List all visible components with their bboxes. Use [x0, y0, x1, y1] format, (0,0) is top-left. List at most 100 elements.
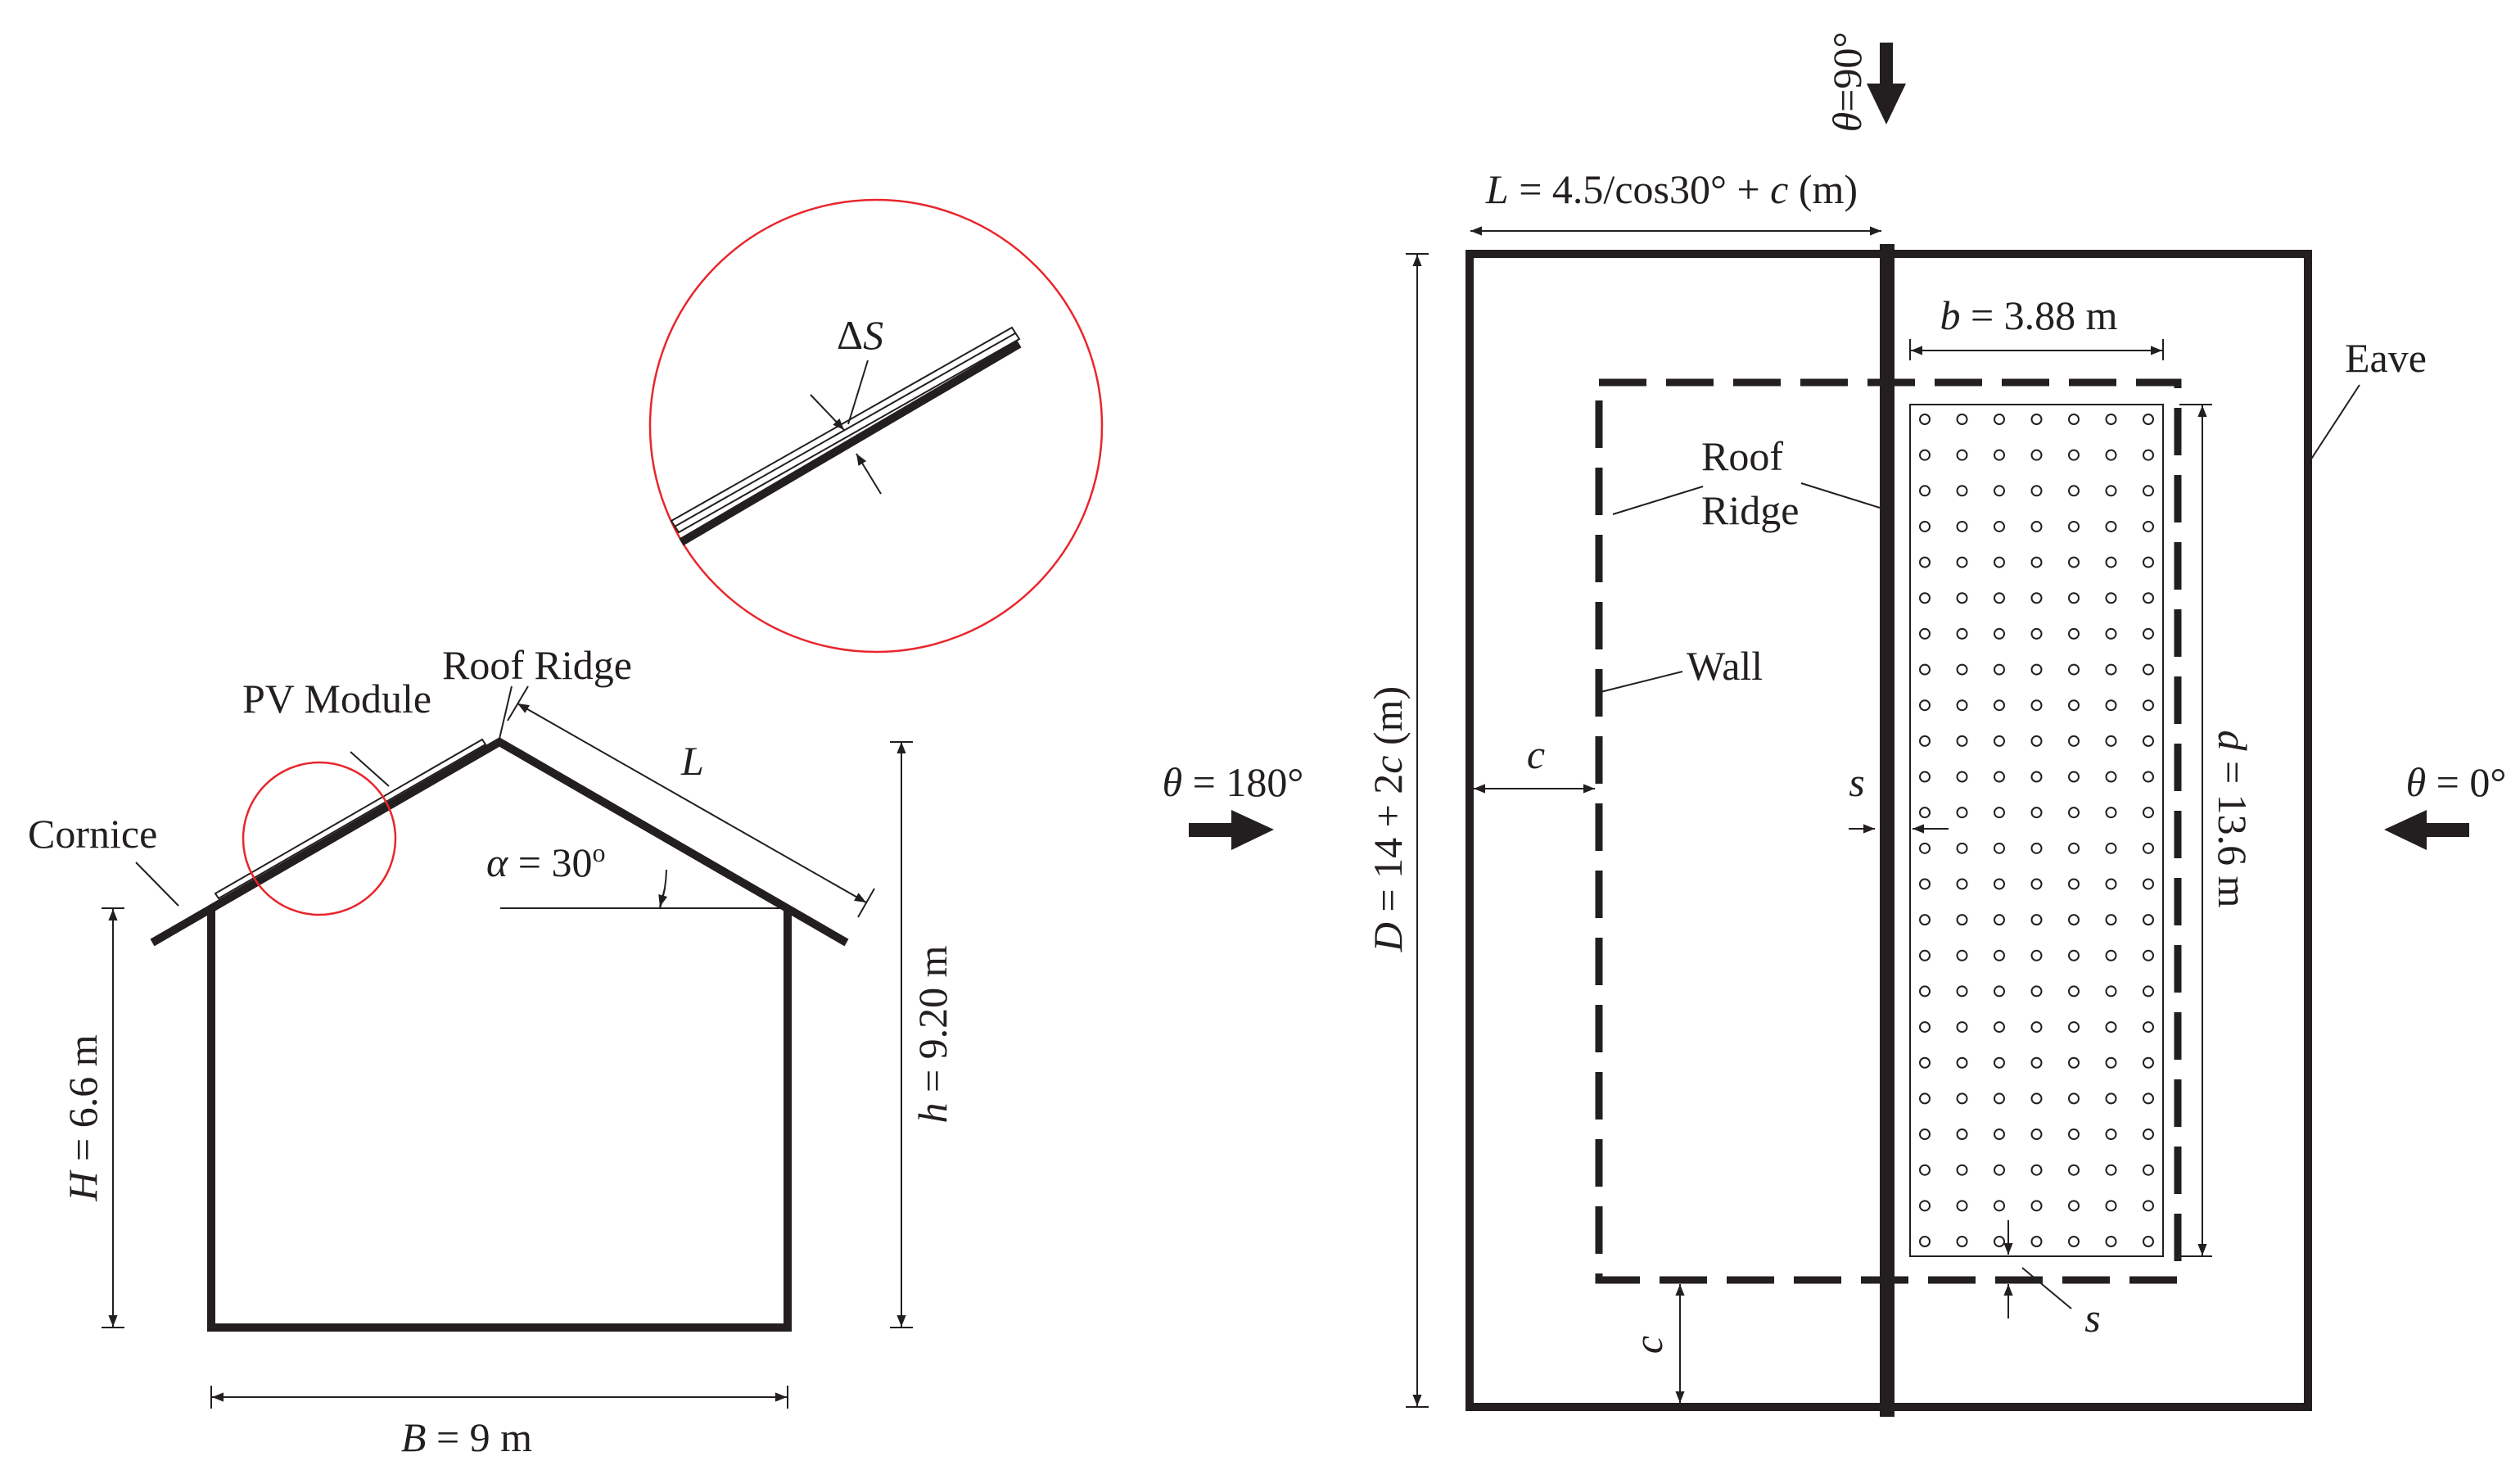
pv-module-point: [1994, 449, 2005, 461]
pv-module-point: [2143, 627, 2154, 640]
pv-module-point: [1994, 556, 2005, 568]
pv-module-point: [1994, 1056, 2005, 1069]
pv-module-point: [2105, 1164, 2117, 1176]
pv-module-point: [2143, 807, 2154, 819]
pv-module-point: [1956, 592, 1968, 604]
L-label: L: [680, 738, 704, 784]
pv-module-point: [1919, 1021, 1931, 1034]
pv-module-point: [1994, 627, 2005, 640]
pv-module-point: [1919, 414, 1931, 425]
theta-0-label: θ = 0°: [2406, 759, 2507, 805]
pv-module-point: [2143, 520, 2154, 532]
pv-module-point: [2105, 878, 2117, 890]
pv-module-point: [2105, 985, 2117, 997]
pv-module-point: [1994, 1164, 2005, 1176]
plan-view: L = 4.5/cos30° + c (m) b = 3.88 m d = 13…: [1163, 32, 2507, 1417]
pv-module-point: [2143, 592, 2154, 604]
delta-s-arrow-bottom: [856, 453, 882, 495]
pv-module-point: [2068, 807, 2080, 819]
L-ext-bottom: [857, 888, 875, 918]
D-label: D = 14 + 2c (m): [1365, 686, 1411, 952]
B-label: B = 9 m: [401, 1414, 532, 1460]
wall-label: Wall: [1687, 643, 1763, 689]
pv-module-point: [2105, 914, 2117, 926]
pv-module-point: [2105, 556, 2117, 568]
pv-module-point: [2068, 1200, 2080, 1212]
pv-module-point: [2143, 949, 2154, 961]
pv-module-point: [1994, 1092, 2005, 1105]
pv-module-point: [2030, 1021, 2043, 1034]
pv-array-grid: [1919, 414, 2154, 1247]
pv-module-point: [2030, 1236, 2043, 1247]
pv-module-point: [1956, 807, 1968, 819]
pv-module-point: [2068, 878, 2080, 890]
pv-module-point: [2105, 807, 2117, 819]
pv-module-point: [2068, 771, 2080, 783]
wall-leader-2: [1600, 671, 1683, 693]
pv-module-point: [2030, 414, 2043, 425]
pv-module-panel: [214, 738, 487, 900]
pv-module-point: [2030, 878, 2043, 890]
pv-module-point: [2143, 414, 2154, 425]
pv-module-point: [1994, 592, 2005, 604]
pv-module-point: [1994, 1021, 2005, 1034]
pv-module-point: [2105, 1092, 2117, 1105]
pv-module-point: [2143, 449, 2154, 461]
pv-module-point: [2030, 449, 2043, 461]
delta-s-arrow-top: [810, 394, 845, 431]
L-dimension-line: [517, 703, 867, 903]
pv-module-point: [1994, 663, 2005, 676]
pv-module-point: [1919, 1056, 1931, 1069]
plan-L-label: L = 4.5/cos30° + c (m): [1485, 166, 1858, 212]
pv-module-point: [2068, 556, 2080, 568]
pv-module-point: [2030, 592, 2043, 604]
pv-module-point: [1956, 1092, 1968, 1105]
pv-module-point: [1919, 807, 1931, 819]
pv-module-point: [2143, 1092, 2154, 1105]
pv-module-point: [1994, 699, 2005, 712]
pv-module-point: [1956, 771, 1968, 783]
pv-module-point: [2143, 735, 2154, 747]
pv-module-point: [2030, 735, 2043, 747]
pv-module-point: [2068, 592, 2080, 604]
pv-module-label: PV Module: [242, 676, 431, 721]
pv-module-point: [2105, 842, 2117, 854]
pv-module-point: [2068, 1092, 2080, 1105]
pv-module-point: [1919, 771, 1931, 783]
pv-module-point: [2105, 449, 2117, 461]
pv-module-point: [1956, 735, 1968, 747]
detail-roof-line: [679, 340, 1022, 546]
pv-module-point: [1919, 520, 1931, 532]
wind-arrow-90: [1867, 43, 1906, 124]
pv-module-point: [1919, 878, 1931, 890]
pv-module-point: [2105, 592, 2117, 604]
pv-module-point: [1956, 1200, 1968, 1212]
pv-module-point: [1956, 949, 1968, 961]
pv-module-point: [2068, 1056, 2080, 1069]
pv-module-point: [1956, 842, 1968, 854]
pv-module-point: [1994, 985, 2005, 997]
pv-module-point: [1956, 485, 1968, 497]
pv-module-point: [2068, 1129, 2080, 1141]
roof-ridge-label: Roof Ridge: [442, 642, 632, 688]
pv-module-point: [2030, 842, 2043, 854]
pv-module-point: [1919, 842, 1931, 854]
pv-module-point: [2143, 1236, 2154, 1247]
pv-module-leader: [350, 751, 390, 787]
pv-module-point: [1994, 1129, 2005, 1141]
wind-arrow-180: [1189, 810, 1274, 850]
L-ext-top: [507, 685, 529, 721]
pv-module-point: [1919, 449, 1931, 461]
pv-module-point: [2143, 485, 2154, 497]
pv-module-point: [2105, 627, 2117, 640]
pv-module-point: [2030, 663, 2043, 676]
pv-module-point: [1919, 1200, 1931, 1212]
cornice-label: Cornice: [28, 811, 157, 857]
pv-module-point: [2068, 914, 2080, 926]
pv-module-point: [1994, 520, 2005, 532]
pv-module-point: [1956, 1129, 1968, 1141]
pv-module-point: [2068, 485, 2080, 497]
pv-module-point: [2105, 1200, 2117, 1212]
delta-s-leader: [847, 360, 869, 425]
